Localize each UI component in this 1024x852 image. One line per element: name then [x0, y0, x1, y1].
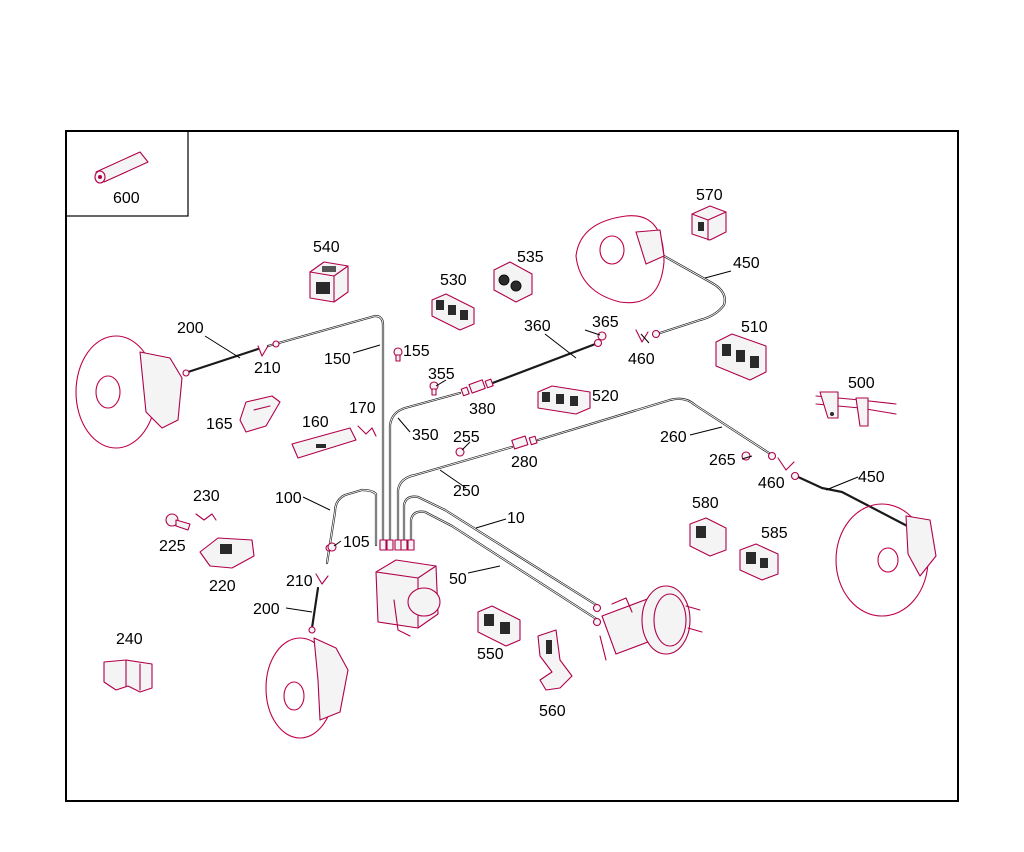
label-450-lower: 450	[858, 469, 885, 486]
inset-box	[65, 130, 189, 217]
screw-355	[429, 381, 439, 396]
disc-brake-front-right	[575, 215, 665, 304]
diagram-frame	[65, 130, 959, 802]
label-225: 225	[159, 538, 186, 555]
disc-brake-rear-right	[835, 503, 937, 617]
bracket-240	[103, 659, 153, 693]
label-260: 260	[660, 429, 687, 446]
label-585: 585	[761, 525, 788, 542]
label-210-lower: 210	[286, 573, 313, 590]
label-550: 550	[477, 646, 504, 663]
bracket-535	[493, 261, 533, 303]
label-210-upper: 210	[254, 360, 281, 377]
label-100: 100	[275, 490, 302, 507]
label-540: 540	[313, 239, 340, 256]
sleeve-600	[94, 151, 149, 184]
label-360: 360	[524, 318, 551, 335]
master-cylinder-booster	[599, 585, 703, 661]
bracket-510	[715, 333, 767, 381]
bracket-530	[431, 293, 475, 331]
label-535: 535	[517, 249, 544, 266]
label-380: 380	[469, 401, 496, 418]
label-165: 165	[206, 416, 233, 433]
label-255: 255	[453, 429, 480, 446]
bracket-585	[739, 543, 779, 581]
label-560: 560	[539, 703, 566, 720]
label-450-upper: 450	[733, 255, 760, 272]
label-250: 250	[453, 483, 480, 500]
label-280: 280	[511, 454, 538, 471]
label-460-lower: 460	[758, 475, 785, 492]
hose-bracket-500	[815, 391, 897, 427]
label-510: 510	[741, 319, 768, 336]
bracket-550	[477, 605, 521, 647]
brake-pipes	[183, 249, 917, 630]
label-530: 530	[440, 272, 467, 289]
leader-lines	[204, 270, 859, 613]
disc-brake-front-left	[75, 335, 183, 449]
abs-hydraulic-unit	[375, 559, 441, 637]
bolt-225	[165, 513, 191, 531]
label-200-lower: 200	[253, 601, 280, 618]
label-105: 105	[343, 534, 370, 551]
part-number-labels: 600 570 450 540 535 530 365 360 510 460 …	[113, 187, 885, 720]
label-500: 500	[848, 375, 875, 392]
screw-105	[327, 542, 337, 552]
cover-160	[291, 427, 357, 459]
label-200-upper: 200	[177, 320, 204, 337]
label-350: 350	[412, 427, 439, 444]
block-570	[691, 205, 727, 241]
screw-155	[393, 347, 403, 362]
bracket-580	[689, 517, 727, 557]
bracket-165	[239, 395, 281, 433]
pipe-fittings	[182, 247, 920, 634]
label-155: 155	[403, 343, 430, 360]
label-10: 10	[507, 510, 525, 527]
clip-460-upper	[635, 329, 649, 343]
label-230: 230	[193, 488, 220, 505]
label-170: 170	[349, 400, 376, 417]
label-50: 50	[449, 571, 467, 588]
disc-brake-rear-left	[265, 637, 349, 739]
label-570: 570	[696, 187, 723, 204]
label-150: 150	[324, 351, 351, 368]
label-580: 580	[692, 495, 719, 512]
bracket-560	[537, 629, 573, 691]
clip-460-lower	[777, 457, 795, 471]
label-160: 160	[302, 414, 329, 431]
label-600: 600	[113, 190, 140, 207]
valve-540	[309, 261, 349, 303]
clip-230	[195, 513, 217, 521]
label-220: 220	[209, 578, 236, 595]
clip-210-lower	[315, 573, 329, 585]
label-240: 240	[116, 631, 143, 648]
bracket-220	[199, 537, 255, 569]
clip-170	[357, 425, 377, 437]
screw-365	[597, 331, 607, 341]
label-460-upper: 460	[628, 351, 655, 368]
label-520: 520	[592, 388, 619, 405]
label-365: 365	[592, 314, 619, 331]
label-265: 265	[709, 452, 736, 469]
label-355: 355	[428, 366, 455, 383]
clip-210-upper	[257, 345, 269, 357]
bracket-520	[537, 385, 591, 415]
